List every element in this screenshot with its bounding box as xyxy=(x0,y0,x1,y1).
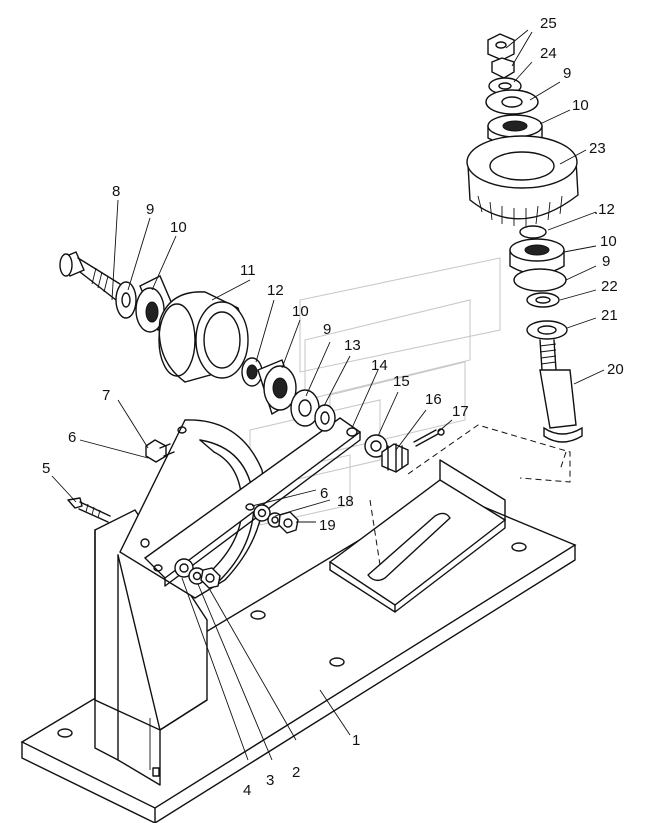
callout-2: 2 xyxy=(292,764,300,781)
callout-9-shaft: 9 xyxy=(146,201,154,218)
callout-25: 25 xyxy=(540,15,557,32)
callout-10-lower: 10 xyxy=(600,233,617,250)
callout-9-lower: 9 xyxy=(602,253,610,270)
vertical-shaft-stack xyxy=(466,33,583,443)
callout-6-left: 6 xyxy=(68,429,76,446)
callout-15: 15 xyxy=(393,373,410,390)
callout-23: 23 xyxy=(589,140,606,157)
callout-10-middle: 10 xyxy=(292,303,309,320)
callout-12-middle: 12 xyxy=(267,282,284,299)
callout-11: 11 xyxy=(240,262,256,279)
callout-8: 8 xyxy=(112,183,120,200)
callout-10-top: 10 xyxy=(572,97,589,114)
nut-washer-6-7 xyxy=(145,439,175,463)
callout-1: 1 xyxy=(352,732,360,749)
hidden-lines xyxy=(369,424,571,566)
callout-9-top: 9 xyxy=(563,65,571,82)
callout-16: 16 xyxy=(425,391,442,408)
callout-labels: 1 2 3 4 5 6 6 7 8 9 9 9 9 10 10 10 10 11… xyxy=(42,15,624,799)
bolt-5 xyxy=(67,497,111,523)
callout-7: 7 xyxy=(102,387,110,404)
callout-14: 14 xyxy=(371,357,388,374)
callout-22: 22 xyxy=(601,278,618,295)
callout-5: 5 xyxy=(42,460,50,477)
callout-24: 24 xyxy=(540,45,557,62)
castle-nut-assembly xyxy=(364,428,445,473)
callout-3: 3 xyxy=(266,772,274,789)
motor-mount-plate xyxy=(328,459,507,613)
callout-9-middle: 9 xyxy=(323,321,331,338)
callout-19: 19 xyxy=(319,517,336,534)
horizontal-shaft-train xyxy=(59,251,336,432)
callout-10-shaft: 10 xyxy=(170,219,187,236)
callout-18: 18 xyxy=(337,493,354,510)
callout-21: 21 xyxy=(601,307,618,324)
upright-post xyxy=(94,509,208,786)
washers-18-19 xyxy=(245,503,299,534)
callout-17: 17 xyxy=(452,403,469,420)
callout-13: 13 xyxy=(344,337,361,354)
callout-20: 20 xyxy=(607,361,624,378)
washers-2-3-4 xyxy=(174,558,221,589)
callout-12-stack: .12 xyxy=(594,201,615,218)
callout-4: 4 xyxy=(243,782,251,799)
callout-6-right: 6 xyxy=(320,485,328,502)
leader-lines xyxy=(51,29,605,761)
